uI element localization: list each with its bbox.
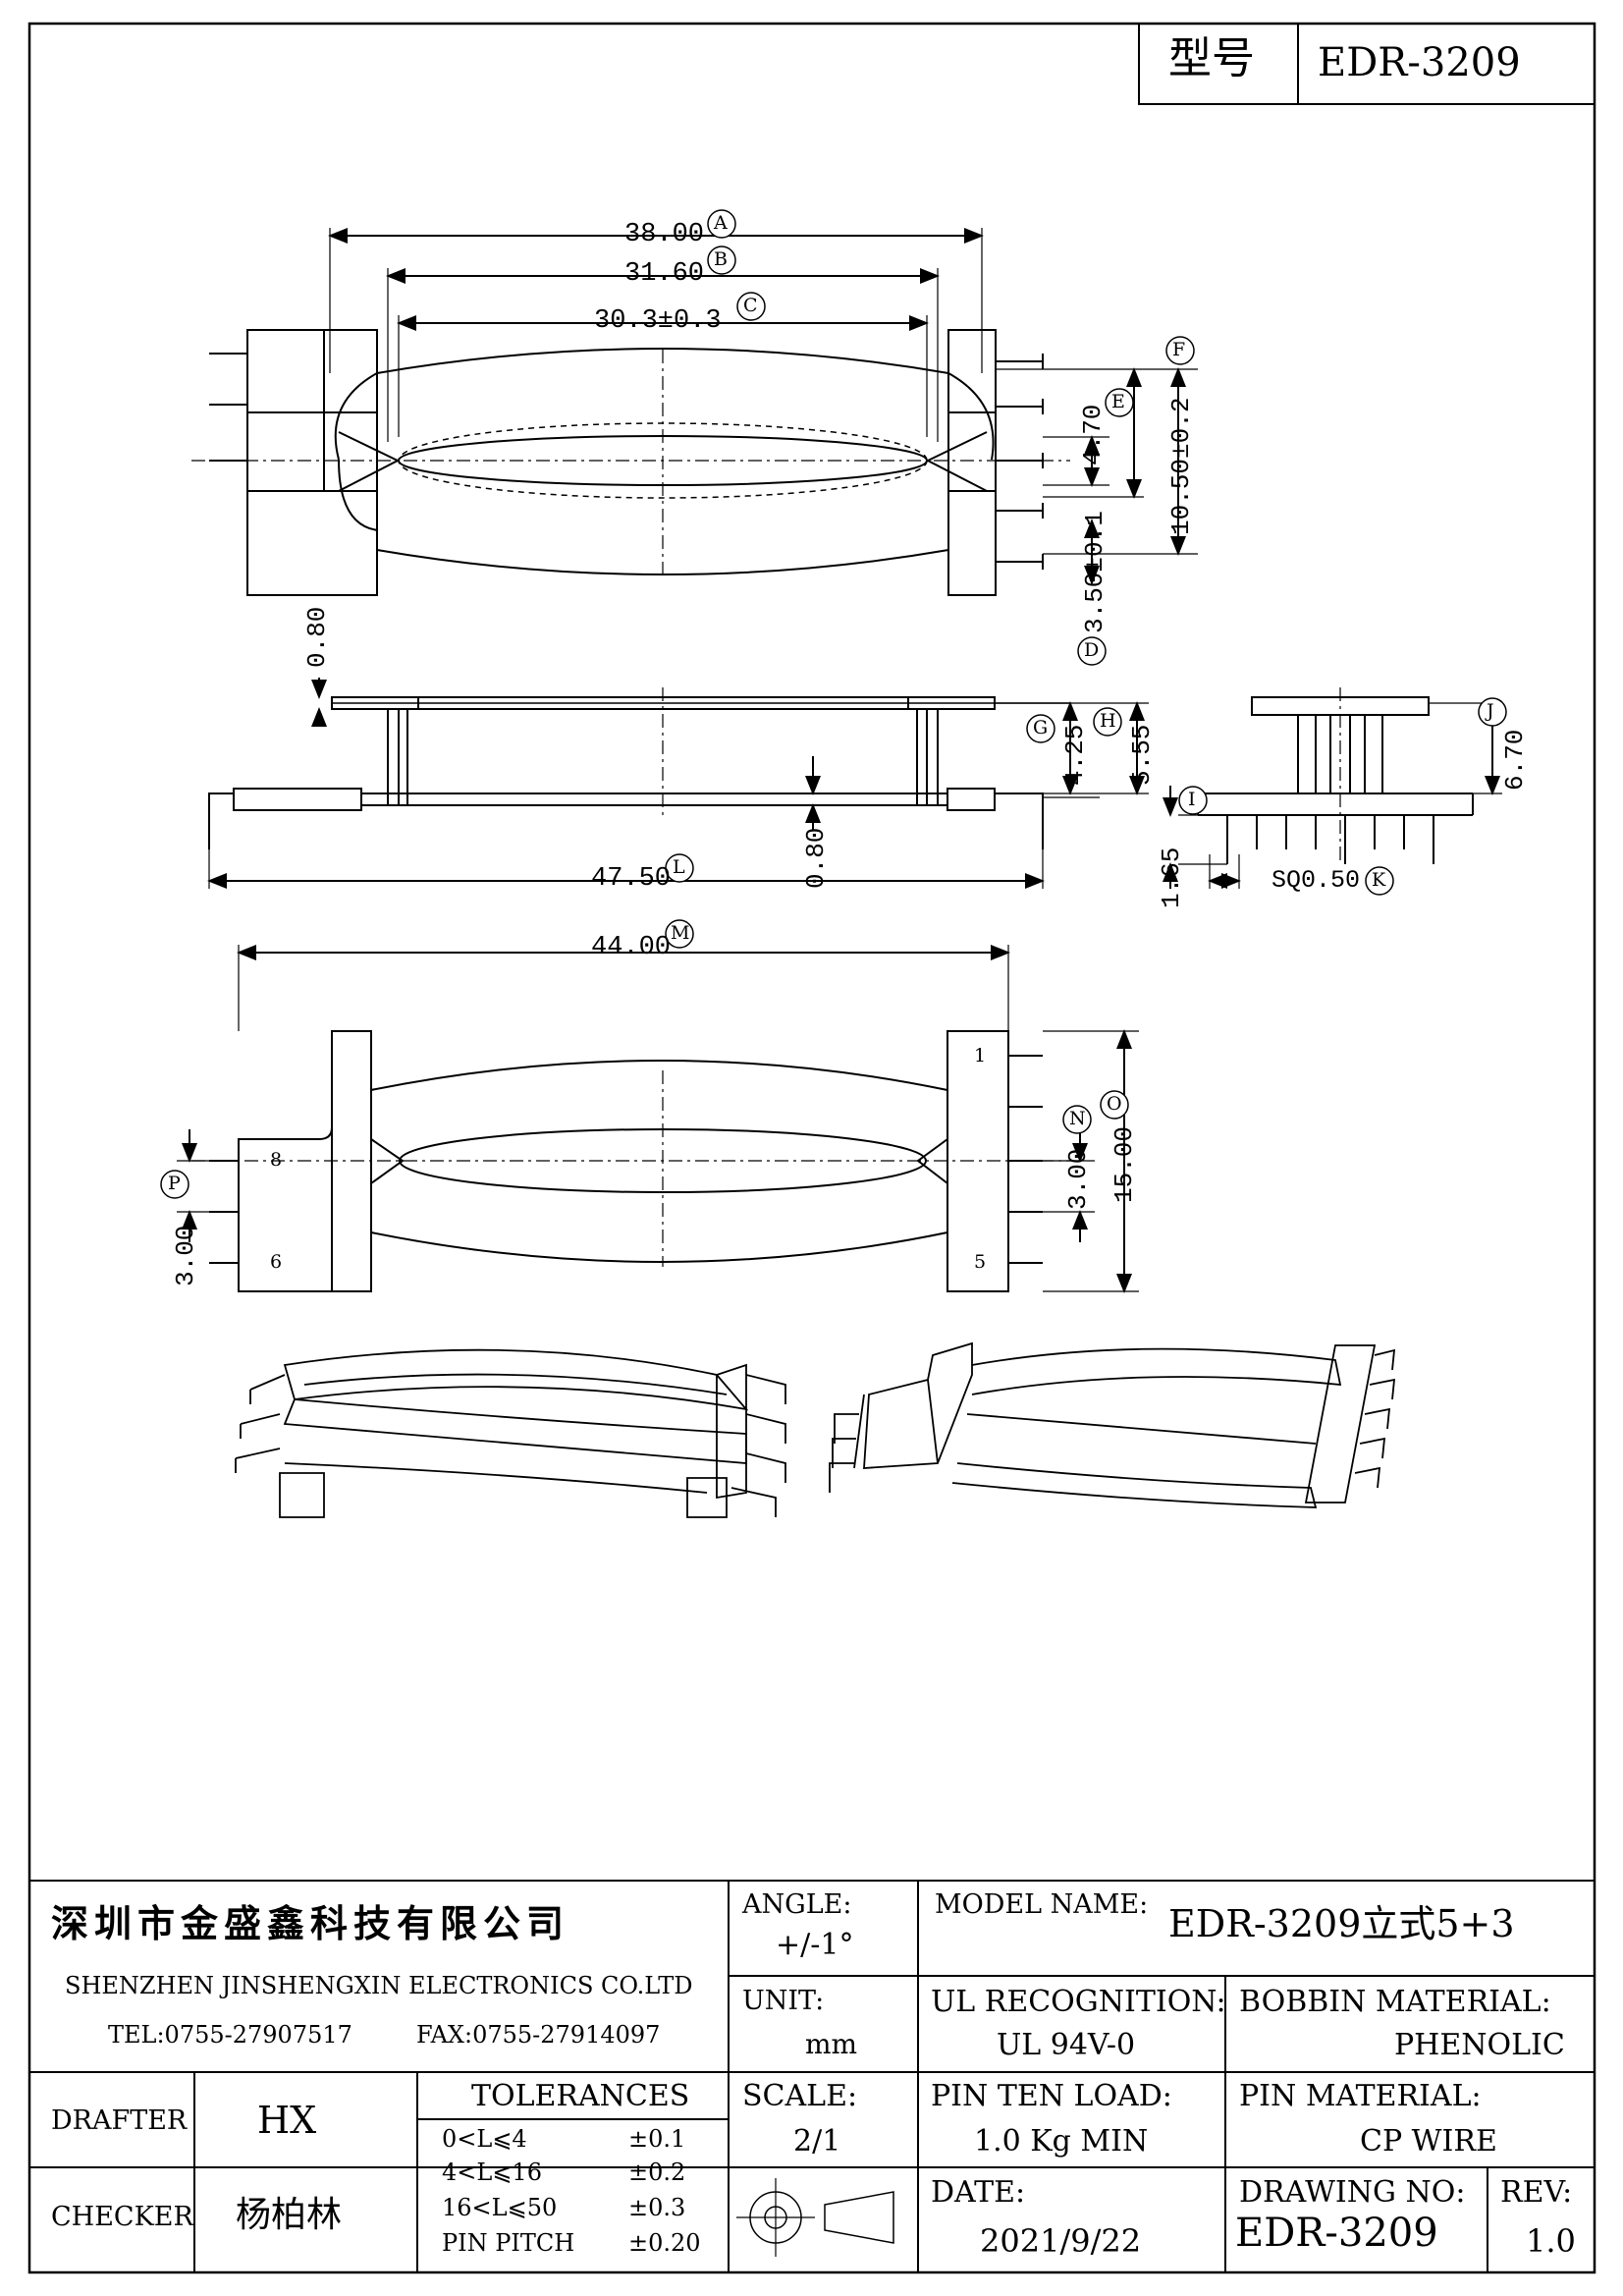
model-name-label: MODEL NAME:	[935, 1889, 1149, 1920]
dim-flange-a: 0.80	[302, 606, 332, 668]
ul-label: UL RECOGNITION:	[931, 1985, 1226, 2019]
company-fax: FAX:0755-27914097	[416, 2021, 661, 2049]
pin-material-label: PIN MATERIAL:	[1239, 2079, 1482, 2113]
checker-label: CHECKER	[51, 2202, 193, 2232]
dim-C: 30.3±0.3	[594, 306, 722, 336]
unit-label: UNIT:	[742, 1986, 825, 2016]
dim-E: 4.70	[1078, 404, 1108, 465]
drawing-no-value: EDR-3209	[1235, 2211, 1438, 2256]
dim-F: 10.50±0.2	[1166, 397, 1196, 535]
callout-F: F	[1172, 339, 1186, 360]
iso-view-left	[235, 1348, 786, 1518]
callout-E: E	[1111, 391, 1125, 412]
iso-view-right	[829, 1341, 1396, 1508]
dim-B: 31.60	[624, 259, 705, 289]
model-header-box	[1138, 23, 1596, 105]
dim-I: 1.65	[1157, 847, 1186, 908]
bottom-view	[177, 945, 1139, 1293]
model-value: EDR-3209	[1318, 40, 1521, 85]
callout-B: B	[714, 248, 728, 270]
bobbin-value: PHENOLIC	[1394, 2028, 1565, 2062]
callout-D: D	[1084, 639, 1100, 661]
sheet-border	[27, 22, 1596, 2274]
angle-label: ANGLE:	[742, 1889, 852, 1920]
callout-G: G	[1033, 717, 1049, 738]
dim-D: 3.50±0.1	[1080, 511, 1109, 633]
title-block-lines	[29, 1880, 1595, 2272]
dim-M: 44.00	[591, 933, 672, 962]
company-tel: TEL:0755-27907517	[108, 2021, 352, 2049]
drafter-label: DRAFTER	[51, 2105, 188, 2136]
tol-value-1: ±0.1	[628, 2125, 686, 2153]
callout-M: M	[671, 922, 690, 944]
tol-value-2: ±0.2	[628, 2159, 686, 2186]
pin-label-8: 8	[270, 1149, 283, 1171]
tol-value-3: ±0.3	[628, 2194, 686, 2221]
dim-J: 6.70	[1500, 729, 1530, 791]
tol-range-2: 4<L⩽16	[442, 2159, 542, 2186]
angle-value: +/-1°	[776, 1928, 854, 1962]
callout-O: O	[1107, 1093, 1122, 1115]
pin-label-5: 5	[974, 1251, 987, 1273]
drafter-value: HX	[257, 2099, 317, 2142]
side-view	[207, 678, 1149, 889]
top-view	[191, 228, 1198, 596]
callout-circles	[160, 209, 1507, 1199]
dim-H: 5.55	[1127, 724, 1157, 786]
ul-value: UL 94V-0	[997, 2028, 1136, 2062]
pin-label-1: 1	[974, 1045, 987, 1066]
tol-range-3: 16<L⩽50	[442, 2194, 558, 2221]
callout-J: J	[1487, 700, 1494, 722]
callout-P: P	[168, 1173, 181, 1194]
tol-range-4: PIN PITCH	[442, 2229, 575, 2257]
rev-value: 1.0	[1526, 2222, 1576, 2260]
date-label: DATE:	[931, 2175, 1026, 2210]
pin-label-6: 6	[270, 1251, 283, 1273]
callout-L: L	[673, 856, 685, 878]
dim-P: 3.00	[171, 1225, 200, 1286]
dim-K: SQ0.50	[1271, 866, 1361, 895]
pin-material-value: CP WIRE	[1360, 2124, 1497, 2159]
dim-flange-b: 0.80	[801, 827, 831, 889]
dim-O: 15.00	[1109, 1125, 1139, 1203]
pin-load-label: PIN TEN LOAD:	[931, 2079, 1172, 2113]
model-label: 型号	[1168, 33, 1255, 83]
tolerances-label: TOLERANCES	[471, 2079, 690, 2113]
scale-label: SCALE:	[742, 2079, 858, 2113]
end-view	[1163, 687, 1502, 889]
tol-range-1: 0<L⩽4	[442, 2125, 527, 2153]
company-name-en: SHENZHEN JINSHENGXIN ELECTRONICS CO.LTD	[65, 1972, 693, 1999]
dim-G: 4.25	[1060, 724, 1090, 786]
dim-A: 38.00	[624, 220, 705, 249]
company-name-cn: 深圳市金盛鑫科技有限公司	[51, 1902, 570, 1945]
callout-A: A	[714, 212, 728, 234]
callout-K: K	[1372, 869, 1386, 891]
dim-L: 47.50	[591, 864, 672, 894]
rev-label: REV:	[1500, 2175, 1573, 2210]
bobbin-label: BOBBIN MATERIAL:	[1239, 1985, 1551, 2019]
pin-load-value: 1.0 Kg MIN	[974, 2124, 1149, 2159]
checker-value: 杨柏林	[236, 2195, 343, 2235]
unit-value: mm	[805, 2028, 858, 2060]
drawing-no-label: DRAWING NO:	[1239, 2175, 1466, 2210]
callout-H: H	[1100, 710, 1116, 732]
dim-N: 3.00	[1063, 1148, 1093, 1210]
model-name-value: EDR-3209立式5+3	[1168, 1902, 1515, 1945]
callout-N: N	[1069, 1108, 1086, 1129]
scale-value: 2/1	[793, 2124, 841, 2159]
date-value: 2021/9/22	[980, 2222, 1142, 2260]
tol-value-4: ±0.20	[628, 2229, 701, 2257]
callout-C: C	[743, 295, 758, 316]
callout-I: I	[1188, 789, 1196, 810]
